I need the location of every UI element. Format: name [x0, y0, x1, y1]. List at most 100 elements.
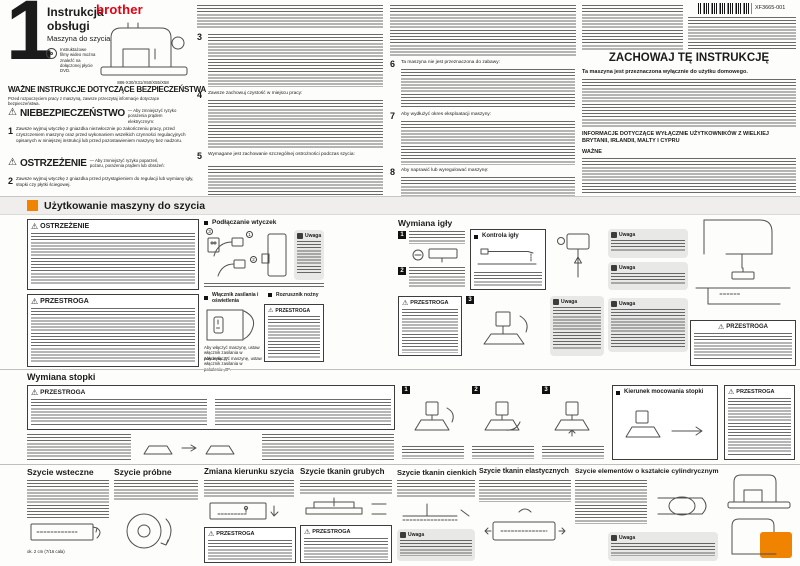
needle-clamp-figure [409, 246, 463, 264]
body-text-lines [402, 309, 458, 353]
caution-label: PRZESTROGA [40, 298, 89, 305]
square-bullet-icon [616, 390, 620, 395]
brand-logo: brother [96, 2, 143, 17]
body-text-lines [27, 434, 131, 460]
plugs-title-label: Podłączanie wtyczek [212, 219, 277, 226]
presser-feet-figure [136, 434, 256, 460]
item-lead: Aby naprawić lub wyregulować maszynę: [401, 168, 489, 173]
note-label: Uwaga [619, 232, 636, 238]
note-box: Uwaga [550, 296, 604, 356]
foot-pedal-title-label: Rozrusznik nożny [276, 292, 319, 298]
body-text-lines [390, 5, 576, 57]
body-text-lines [208, 34, 383, 87]
warning-triangle-icon: ⚠ [718, 324, 725, 332]
chapter-number: 1 [6, 0, 53, 77]
foot-pedal-title: Rozrusznik nożny [268, 292, 324, 298]
item-number: 7 [390, 111, 396, 121]
part-number: XF3665-001 [755, 5, 786, 11]
body-text-lines [262, 434, 394, 460]
dvd-note: Instruktażowe filmy wideo można znaleźć … [60, 47, 96, 74]
note-label: Uwaga [619, 265, 636, 271]
body-text-lines [611, 309, 685, 348]
safety-intro: Przed rozpoczęciem pracy z maszyną, zaws… [8, 96, 160, 107]
plug-connection-figure [204, 230, 290, 280]
body-text-lines [474, 272, 542, 287]
section-title-cylindrical: Szycie elementów o kształcie cylindryczn… [575, 468, 719, 475]
square-bullet-icon [204, 220, 208, 225]
body-text-lines [575, 480, 647, 524]
power-switch-title: Włącznik zasilania i oświetlenia [204, 292, 264, 305]
body-text-lines [553, 307, 601, 350]
divider [0, 369, 800, 370]
needle-step-figure [466, 306, 546, 356]
item-lead: Aby wydłużyć okres eksploatacji maszyny: [401, 112, 492, 117]
step-number: 1 [398, 231, 406, 239]
foot-direction-box: Kierunek mocowania stopki [612, 385, 718, 460]
thin-fabric-figure [397, 500, 475, 526]
note-icon [297, 233, 303, 240]
foot-step-figure [472, 396, 534, 442]
foot-right-caution-box: ⚠ PRZESTROGA [724, 385, 795, 460]
barcode [698, 3, 752, 14]
turn-corner-figure [204, 500, 294, 522]
foot-direction-figure [616, 399, 714, 451]
usage-section-band: Użytkowanie maszyny do szycia [0, 196, 800, 215]
item-number: 5 [197, 151, 203, 161]
usage-warning-box: ⚠ OSTRZEŻENIE [27, 219, 199, 290]
item-lead: Zawsze zachowuj czystość w miejscu pracy… [208, 91, 303, 96]
machine-outline-figure [724, 468, 795, 512]
step-number: 3 [466, 296, 474, 304]
item-number: 6 [390, 59, 396, 69]
item-text: Zawsze wyjmuj wtyczkę z gniazdka niezwło… [16, 126, 186, 143]
square-bullet-icon [204, 296, 208, 301]
body-text-lines [582, 158, 796, 194]
body-text-lines [582, 79, 796, 128]
callout-number: 3 [206, 228, 213, 235]
body-text-lines [479, 480, 571, 502]
section-title-thick: Szycie tkanin grubych [300, 467, 385, 476]
divider [0, 464, 800, 465]
cylindrical-sewing-figure [652, 480, 718, 526]
foot-step-figure [542, 396, 604, 442]
keep-subtitle: Ta maszyna jest przeznaczona wyłącznie d… [582, 69, 748, 75]
item-number: 1 [8, 126, 14, 136]
foot-caution-box: ⚠ PRZESTROGA [27, 385, 395, 430]
danger-label: NIEBEZPIECZEŃSTWO [19, 108, 125, 119]
needle-check-title: Kontrola igły [482, 233, 519, 239]
body-text-lines [204, 283, 324, 289]
note-icon [611, 301, 617, 308]
stretch-fabric-figure [479, 504, 571, 558]
item-number: 8 [390, 167, 396, 177]
note-box: Uwaga [608, 229, 688, 258]
body-text-lines [215, 399, 391, 425]
body-text-lines [197, 5, 383, 29]
item-lead: Wymagane jest zachowanie szczególnej ost… [208, 152, 355, 157]
sewing-machine-illustration [98, 17, 190, 79]
safety-item-2: 2 Zawsze wyjmuj wtyczkę z gniazdka przed… [8, 176, 196, 188]
section-title-test: Szycie próbne [114, 467, 172, 477]
warning-triangle-icon: ⚠ [8, 157, 17, 168]
body-text-lines [114, 480, 198, 500]
plugs-title: Podłączanie wtyczek [204, 219, 324, 227]
caution-label: PRZESTROGA [410, 300, 449, 307]
machine-head-figure [690, 216, 796, 316]
section-title-stretch: Szycie tkanin elastycznych [479, 468, 569, 475]
note-label: Uwaga [408, 532, 425, 538]
body-text-lines [208, 540, 292, 560]
item-number: 4 [197, 90, 203, 100]
note-icon [553, 299, 559, 306]
body-text-lines [472, 446, 534, 459]
body-text-lines [402, 446, 464, 459]
body-text-lines [304, 538, 388, 560]
body-text-lines [582, 5, 683, 50]
switch-on-caption: Aby włączyć maszynę, ustaw włącznik zasi… [204, 345, 260, 361]
body-text-lines [542, 446, 604, 459]
warning-triangle-icon: ⚠ [208, 531, 215, 538]
note-icon [400, 532, 406, 539]
danger-heading: ⚠ NIEBEZPIECZEŃSTWO — Aby zmniejszyć ryz… [8, 108, 196, 124]
square-bullet-icon [474, 234, 478, 239]
step-number: 1 [402, 386, 410, 394]
needle-check-box: Kontrola igły [470, 229, 546, 290]
caution-label: PRZESTROGA [216, 531, 255, 538]
